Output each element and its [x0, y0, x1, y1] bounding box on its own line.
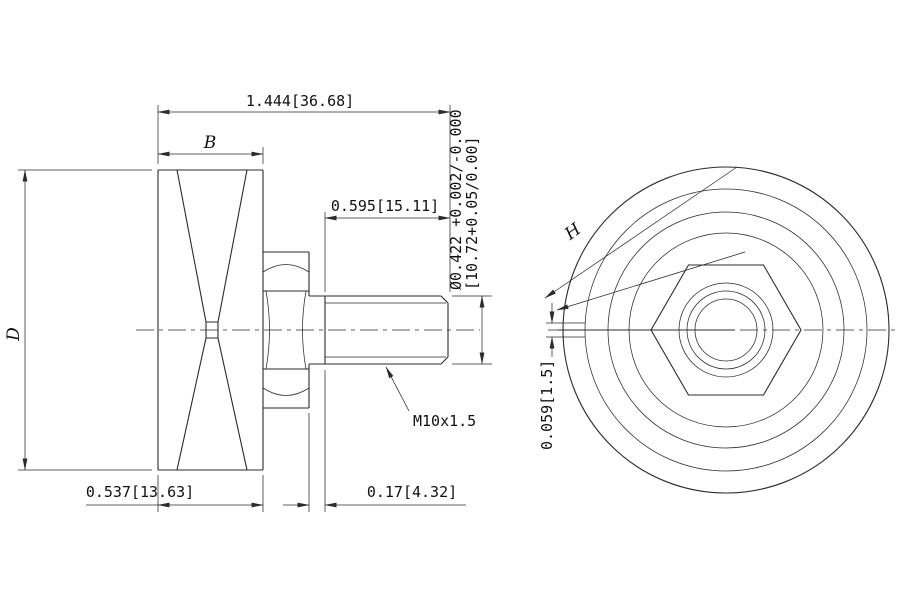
dim-d-text: D: [4, 327, 24, 342]
dim-h-ext-line-upper: [544, 166, 738, 299]
dim-stud-diameter: Ø0.422 +0.002/-0.000 [10.72+0.05/0.00]: [447, 109, 492, 365]
dim-h-text: H: [560, 219, 586, 245]
groove-mid-circle: [607, 211, 845, 449]
side-view: 1.444[36.68] B 0.595[15.11] Ø0.422 +0.00…: [4, 92, 492, 512]
dim-dia-ext-lines: [452, 295, 492, 365]
pulley-v-grooves: [176, 169, 248, 471]
pulley-outline: [157, 169, 264, 471]
dim-d-ext-lines: [18, 169, 152, 471]
hex-nut-profile: [263, 251, 310, 409]
thread-major-circle: [678, 282, 774, 378]
thread-callout: M10x1.5: [385, 366, 476, 430]
thread-minor-circle: [686, 290, 766, 370]
thread-callout-text: M10x1.5: [413, 412, 476, 430]
dim-neck-ext-lines: [308, 370, 326, 512]
front-view: H 0.059[1.5]: [538, 166, 897, 494]
groove-rim-circle: [584, 188, 868, 472]
dim-thread-text: 0.595[15.11]: [331, 197, 439, 215]
thread-minor-lines: [325, 302, 446, 358]
pulley-circles: [562, 166, 890, 494]
hex-chamfer-arcs: [262, 264, 310, 396]
groove-root-circle: [628, 232, 824, 428]
dim-slot-text: 0.059[1.5]: [538, 360, 556, 450]
dim-dia-mm-text: [10.72+0.05/0.00]: [463, 136, 481, 290]
dim-hub-width: 0.537[13.63]: [86, 475, 264, 512]
dim-dia-inch-text: Ø0.422 +0.002/-0.000: [447, 109, 465, 290]
pulley-od-circle: [562, 166, 890, 494]
dim-b-text: B: [203, 133, 217, 153]
thread-leader-line: [385, 366, 410, 412]
dim-total-length: 1.444[36.68]: [157, 92, 451, 292]
bore-circle: [694, 298, 758, 362]
dim-total-text: 1.444[36.68]: [246, 92, 354, 110]
dim-slot-width: 0.059[1.5]: [538, 303, 585, 450]
stud-outline: [309, 295, 449, 365]
dim-h-ext-line-lower: [556, 251, 746, 311]
dim-width-b: B: [157, 133, 264, 164]
thread-circles: [678, 282, 774, 378]
dim-hub-text: 0.537[13.63]: [86, 483, 194, 501]
dim-neck-text: 0.17[4.32]: [367, 483, 457, 501]
hex-flats-polygon: [650, 264, 802, 396]
dim-outer-diameter: D: [4, 169, 152, 471]
dim-thread-length: 0.595[15.11]: [324, 197, 451, 292]
dim-neck-length: 0.17[4.32]: [283, 370, 466, 512]
